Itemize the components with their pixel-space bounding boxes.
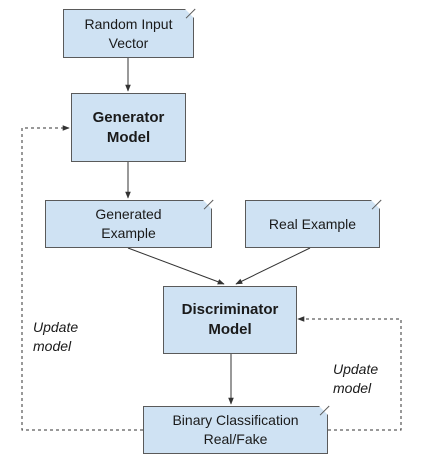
generator-line-2: Model — [106, 128, 151, 146]
update-model-label-right: Update model — [333, 360, 378, 398]
update-right-line-2: model — [333, 380, 372, 396]
discriminator-model-box: Discriminator Model — [163, 286, 297, 354]
generated-example-line-2: Example — [101, 225, 156, 241]
generated-example-box: Generated Example — [45, 200, 213, 248]
discriminator-line-2: Model — [208, 321, 252, 338]
random-input-line-1: Random Input — [84, 15, 173, 32]
real-example-line-1: Real Example — [268, 215, 357, 232]
update-left-line-1: Update — [33, 319, 79, 335]
real-example-box: Real Example — [245, 200, 381, 248]
discriminator-line-1: Discriminator — [181, 301, 279, 318]
update-left-line-2: model — [33, 338, 72, 354]
generator-line-1: Generator — [92, 108, 165, 126]
binary-classification-line-1: Binary Classification — [172, 412, 299, 428]
random-input-line-2: Vector — [108, 34, 149, 51]
generated-example-line-1: Generated — [95, 206, 162, 222]
update-model-label-left: Update model — [33, 318, 78, 356]
random-input-vector-box: Random Input Vector — [63, 9, 195, 58]
update-right-line-1: Update — [333, 361, 379, 377]
generator-model-box: Generator Model — [71, 93, 186, 162]
arrow-generated-to-discriminator — [127, 247, 225, 285]
feedback-loop-right — [297, 316, 402, 431]
binary-classification-box: Binary Classification Real/Fake — [143, 406, 329, 454]
feedback-loop-left — [21, 125, 143, 431]
arrow-real-to-discriminator — [235, 247, 311, 285]
binary-classification-line-2: Real/Fake — [203, 431, 268, 447]
